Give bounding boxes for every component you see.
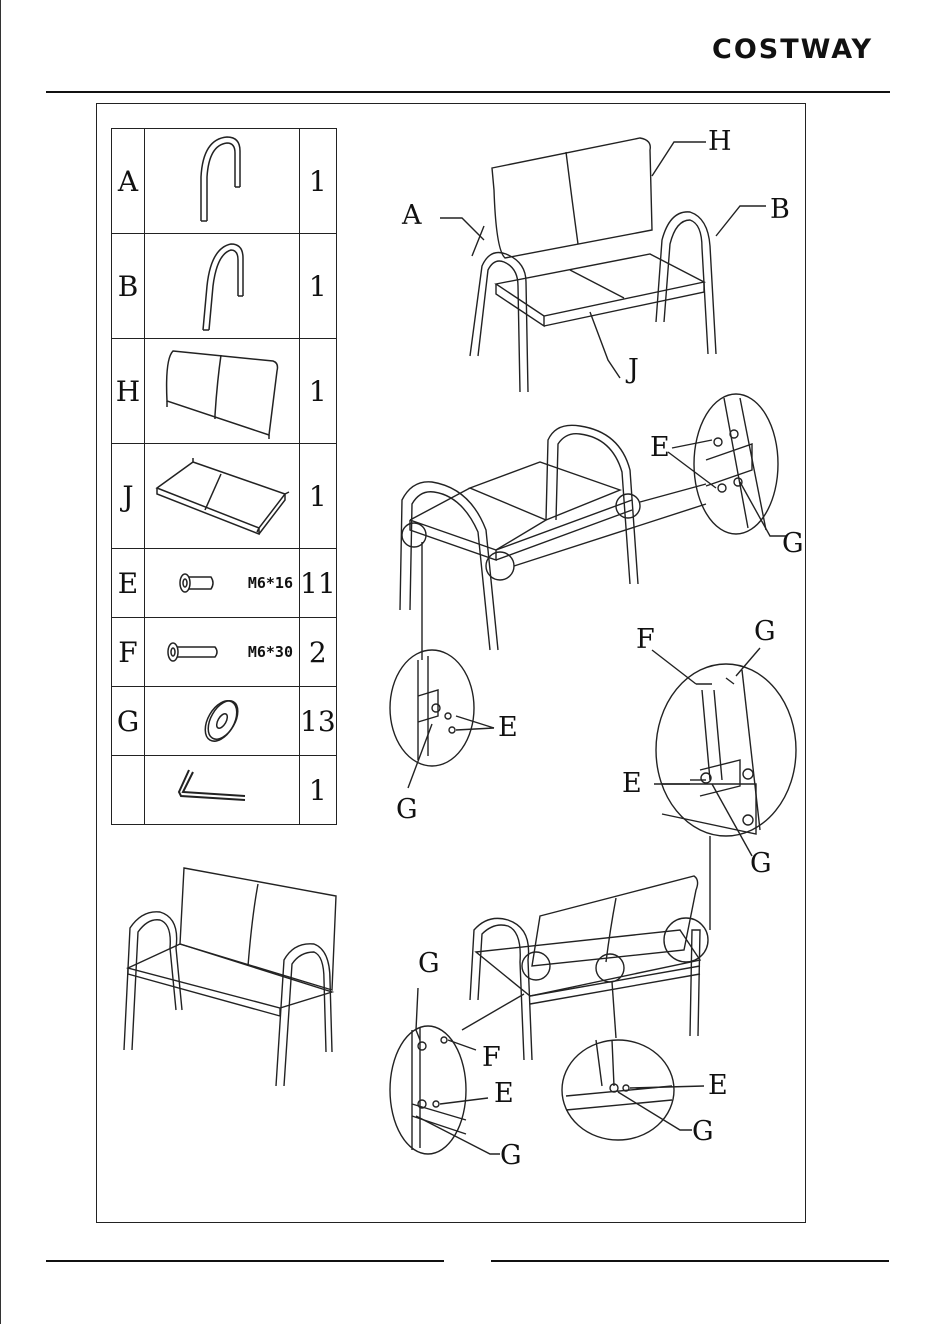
callout-g-step3-bottom: G [500,1142,522,1169]
callout-g-step3-a: G [418,950,440,977]
callout-g-step1-top: G [782,530,804,557]
assembled-loveseat-drawing [124,868,336,1086]
callout-e-step2: E [622,770,642,797]
callout-g-step2-bottom: G [750,850,772,877]
callout-e-step3-right: E [708,1072,728,1099]
callout-b: B [770,196,790,223]
callout-a: A [402,202,422,229]
callout-e-step1-top: E [650,434,670,461]
callout-f-step2: F [636,626,655,653]
callout-g-step3-right: G [692,1118,714,1145]
callout-j: J [628,356,639,383]
step1-drawing [390,394,786,788]
step3-drawing [390,876,708,1154]
callout-e-step3-left: E [494,1080,514,1107]
callout-g-step1-left: G [396,796,418,823]
callout-h: H [708,128,732,155]
callout-e-step1-left: E [498,714,518,741]
exploded-view-drawing [440,138,766,392]
callout-f-step3: F [482,1044,501,1071]
callout-g-step2-top: G [754,618,776,645]
step2-drawing [652,648,796,930]
